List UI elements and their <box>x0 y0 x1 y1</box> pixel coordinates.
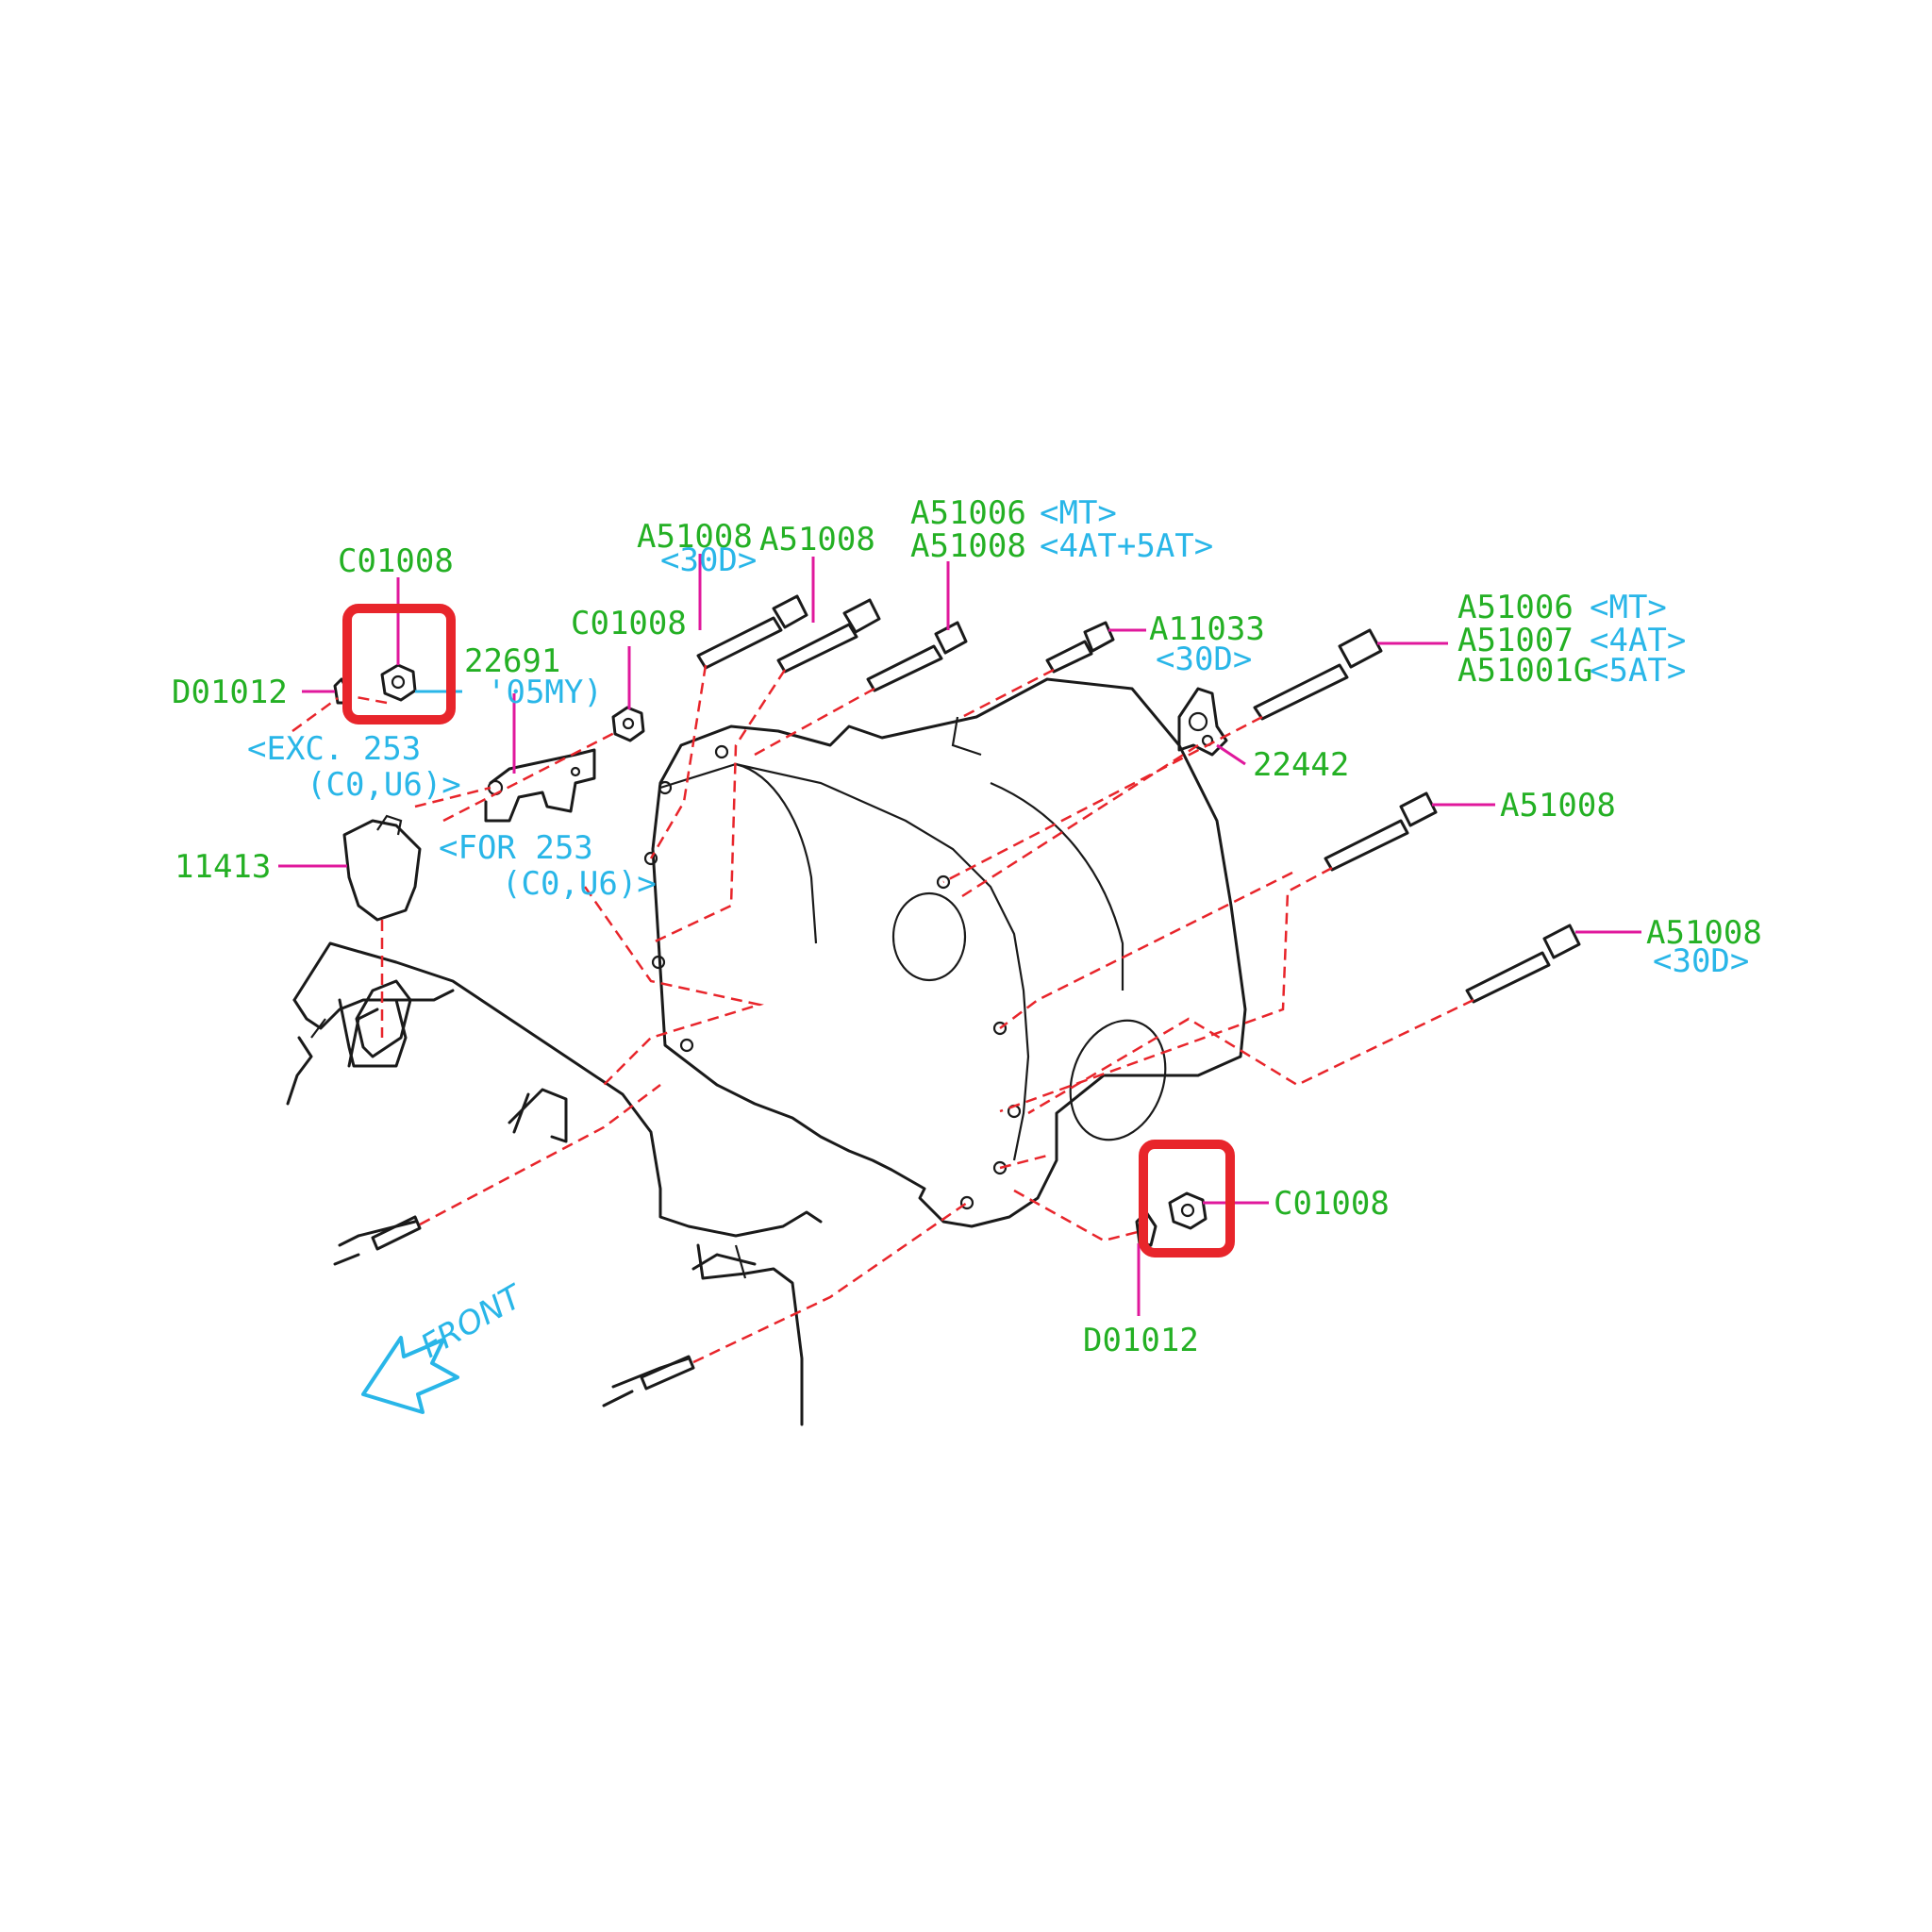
label-a11033-note: <30D> <box>1156 641 1252 678</box>
label-05my: '05MY) <box>487 674 603 711</box>
stud-lower-left <box>371 1215 422 1251</box>
highlight-box-bottom <box>1139 1140 1235 1257</box>
label-a51008-right: A51008 <box>1500 787 1616 824</box>
bracket-22442 <box>1177 687 1228 757</box>
label-d01012-left: D01012 <box>172 674 288 711</box>
label-11413: 11413 <box>175 848 271 886</box>
bell-housing <box>643 677 1247 1228</box>
nut-c01008-top-left <box>380 663 417 702</box>
front-label: FRONT <box>415 1277 531 1366</box>
bracket-22691 <box>484 748 596 823</box>
label-a51007: A51007 <box>1457 622 1574 659</box>
bolt-a51008-right <box>1324 791 1438 872</box>
front-direction-indicator: FRONT <box>361 1277 531 1414</box>
label-for-253: <FOR 253 <box>439 829 593 867</box>
label-exc-253-b: (C0,U6)> <box>307 766 461 804</box>
assembly-lines <box>291 664 1474 1364</box>
label-c01008-mid: C01008 <box>571 605 687 642</box>
bolt-a11033 <box>1045 621 1115 674</box>
label-a51008-4at5at-note: <4AT+5AT> <box>1040 527 1213 565</box>
label-22442: 22442 <box>1253 746 1349 784</box>
callout-labels: C01008 D01012 22691 '05MY) C01008 A51008… <box>172 494 1762 1359</box>
leader-lines <box>278 554 1641 1316</box>
label-a51008-30d-top: A51008 <box>637 518 753 556</box>
engine-block-outline <box>286 941 823 1426</box>
mount-11413 <box>342 814 422 1058</box>
bolt-a51008-second <box>776 598 881 674</box>
label-22691: 22691 <box>464 642 560 680</box>
nut-c01008-mid <box>611 706 645 742</box>
bolt-a51008-30d-top <box>696 594 808 670</box>
bolt-a51006-right <box>1253 628 1383 721</box>
highlight-box-top-left <box>342 604 456 724</box>
label-a51007-note: <4AT> <box>1590 622 1686 659</box>
label-a51006-right-note: <MT> <box>1590 589 1667 626</box>
label-a51008-30d-top-note: <30D> <box>660 541 757 579</box>
label-d01012-bottom: D01012 <box>1083 1322 1199 1359</box>
label-a11033: A11033 <box>1149 610 1265 648</box>
label-c01008-bottom: C01008 <box>1274 1185 1390 1223</box>
bolt-a51006-mt-top <box>866 621 968 692</box>
stud-bottom <box>640 1355 695 1391</box>
label-a51001g-note: <5AT> <box>1590 652 1686 690</box>
label-a51008-lower-right: A51008 <box>1646 914 1762 952</box>
label-c01008-top-left: C01008 <box>338 542 454 580</box>
front-arrow-icon <box>361 1336 459 1414</box>
label-a51001g: A51001G <box>1457 652 1592 690</box>
label-a51006-mt-top-note: <MT> <box>1040 494 1117 532</box>
label-a51008-lower-right-note: <30D> <box>1653 942 1749 980</box>
bolt-a51008-lower-right <box>1465 924 1581 1004</box>
label-a51008-4at5at: A51008 <box>910 527 1026 565</box>
label-a51006-mt-top: A51006 <box>910 494 1026 532</box>
label-a51008-second: A51008 <box>759 521 875 558</box>
label-exc-253: <EXC. 253 <box>247 730 421 768</box>
label-a51006-right: A51006 <box>1457 589 1574 626</box>
label-for-253-b: (C0,U6)> <box>502 865 657 903</box>
